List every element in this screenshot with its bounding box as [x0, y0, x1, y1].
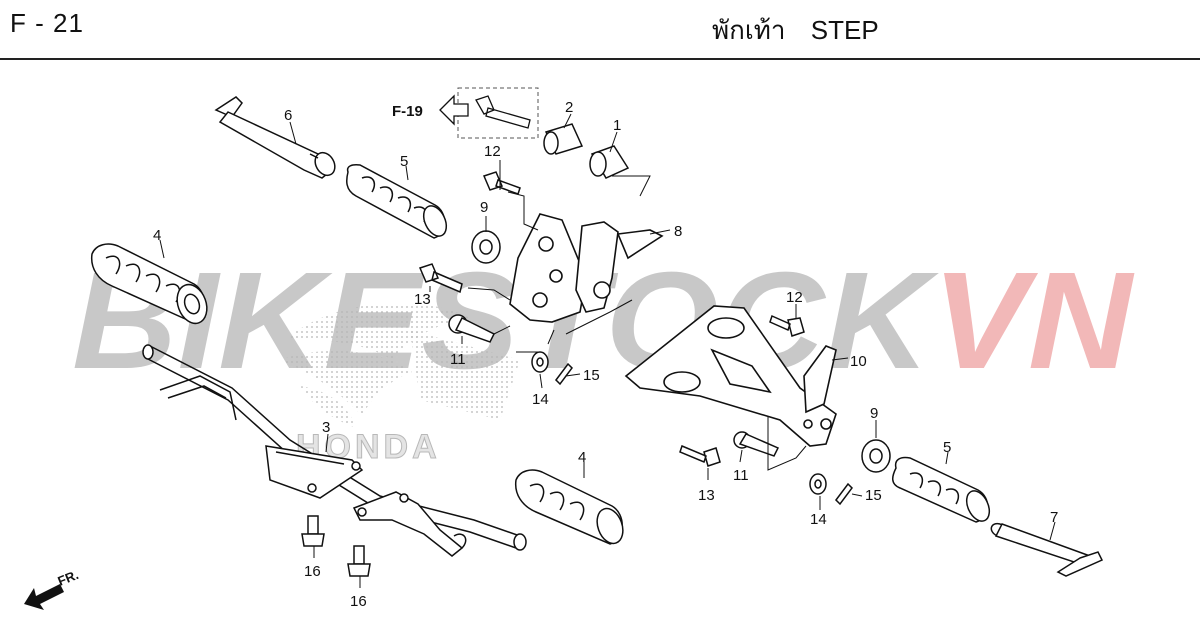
part-13-bolt-right [679, 444, 721, 467]
page-title-english: STEP [810, 15, 879, 45]
callout-label: 11 [450, 351, 466, 368]
callout-label: 14 [810, 511, 827, 528]
callout-label: 15 [583, 367, 600, 384]
part-15-clip-left [555, 362, 573, 386]
part-2-collar [543, 123, 584, 155]
callout-label: 13 [698, 487, 715, 504]
part-9-washer-left [471, 230, 501, 264]
part-11-pin-right [733, 431, 780, 457]
page-header: F - 21 พักเท้า STEP [0, 0, 1200, 60]
reference-box: F-19 [392, 87, 539, 139]
part-14-nut-left [531, 351, 549, 373]
part-3-step-bar [142, 344, 527, 557]
watermark-text-accent: VN [932, 244, 1135, 398]
callout-label: 11 [733, 467, 749, 484]
callout-label: 8 [674, 223, 682, 240]
page-title-thai: พักเท้า [712, 15, 786, 45]
part-5-step-rubber-upper [346, 164, 448, 239]
part-13-bolt-left [418, 263, 463, 294]
part-6-step-pin [214, 96, 336, 179]
part-14-nut-right [809, 473, 827, 495]
front-arrow-icon [24, 584, 64, 610]
callout-label: 13 [414, 291, 431, 308]
callout-label: 16 [350, 593, 367, 610]
part-8-step-holder-left [509, 213, 664, 323]
callout-label: 12 [786, 289, 803, 306]
part-15-clip-right [835, 482, 853, 506]
part-7-step-pin-right [990, 522, 1104, 577]
callout-label: 1 [613, 117, 621, 134]
part-12-bolt-left [482, 171, 521, 195]
page-code: F - 21 [10, 8, 84, 38]
front-direction-label: FR. [56, 567, 81, 589]
part-9-washer-right [861, 439, 891, 473]
part-10-step-holder-right [624, 305, 837, 447]
callout-label: 4 [153, 227, 161, 244]
callout-label: 16 [304, 563, 321, 580]
callout-label: 5 [943, 439, 951, 456]
front-direction-indicator: FR. [24, 567, 81, 610]
callout-numbers: 1 2 3 4 4 5 5 6 7 8 9 9 10 11 11 12 12 1… [153, 99, 1058, 610]
honda-wing-logo: HONDA [280, 302, 520, 467]
page-title: พักเท้า STEP [712, 10, 879, 51]
callout-label: 3 [322, 419, 330, 436]
part-11-pin-left [448, 314, 496, 343]
callout-label: 4 [578, 449, 586, 466]
callout-label: 6 [284, 107, 292, 124]
part-4-step-rubber-left [90, 243, 208, 325]
part-1-bushing [589, 145, 630, 179]
reference-label: F-19 [392, 103, 423, 120]
honda-logo-text: HONDA [296, 428, 441, 466]
part-16-bolts [301, 515, 371, 577]
callout-label: 9 [870, 405, 878, 422]
callout-label: 12 [484, 143, 501, 160]
part-12-bolt-right [769, 314, 805, 337]
callout-label: 7 [1050, 509, 1058, 526]
callout-label: 14 [532, 391, 549, 408]
reference-arrow-icon [439, 94, 469, 126]
callout-label: 10 [850, 353, 867, 370]
part-4-step-rubber-right [514, 469, 624, 545]
leader-lines [159, 113, 1056, 588]
callout-label: 5 [400, 153, 408, 170]
callout-label: 2 [565, 99, 573, 116]
part-5-step-rubber-right [892, 456, 991, 523]
callout-label: 9 [480, 199, 488, 216]
callout-label: 15 [865, 487, 882, 504]
